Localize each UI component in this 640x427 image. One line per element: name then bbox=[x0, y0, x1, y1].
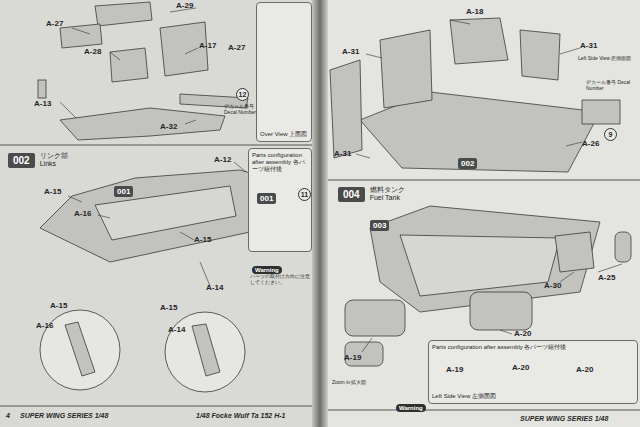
badge-text: 004 bbox=[338, 187, 365, 202]
decal-number: 11 bbox=[298, 188, 311, 201]
part-number: A-18 bbox=[466, 8, 483, 17]
part-number: A-14 bbox=[168, 326, 185, 335]
part-number: A-31 bbox=[334, 150, 351, 159]
page-footer: 4 bbox=[6, 412, 10, 420]
part-number: A-25 bbox=[598, 274, 615, 283]
part-number: A-27 bbox=[228, 44, 245, 53]
badge-text: Warning bbox=[396, 404, 426, 412]
panel-caption: Parts configuration after assembly 各パーツ組… bbox=[252, 152, 308, 173]
part-number: A-31 bbox=[342, 48, 359, 57]
part-number: A-19 bbox=[344, 354, 361, 363]
note-text: デカール番号 Decal Number bbox=[224, 104, 256, 115]
note-text: Zoom in 拡大図 bbox=[332, 380, 372, 386]
step-header: 004 燃料タンク Fuel Tank bbox=[338, 184, 412, 202]
part-number: A-30 bbox=[544, 282, 561, 291]
badge-text: 002 bbox=[8, 153, 35, 168]
step-title: リンク部 Links bbox=[40, 152, 82, 168]
part-number: A-15 bbox=[44, 188, 61, 197]
part-number: A-20 bbox=[576, 366, 593, 375]
decal-number: 12 bbox=[236, 88, 249, 101]
part-number: A-13 bbox=[34, 100, 51, 109]
part-number: A-32 bbox=[160, 123, 177, 132]
part-number: A-17 bbox=[199, 42, 216, 51]
step-title: 燃料タンク Fuel Tank bbox=[370, 186, 412, 202]
badge-text: 001 bbox=[114, 186, 133, 197]
part-number: A-16 bbox=[74, 210, 91, 219]
part-number: A-16 bbox=[36, 322, 53, 331]
warning-badge: Warning bbox=[396, 396, 426, 414]
part-number: A-26 bbox=[582, 140, 599, 149]
part-number: A-14 bbox=[206, 284, 223, 293]
inset-panel: Over View 上面図 bbox=[256, 2, 312, 142]
part-number: A-12 bbox=[214, 156, 231, 165]
subassembly-badge: 002 bbox=[458, 152, 477, 170]
note-text: パーツの取付け方向に注意してください。 bbox=[250, 274, 312, 285]
part-number: A-29 bbox=[176, 2, 193, 11]
step-header: 002 リンク部 Links bbox=[8, 150, 82, 168]
panel-caption: Over View 上面図 bbox=[260, 131, 308, 138]
subassembly-badge: 001 bbox=[114, 180, 133, 198]
page-footer: 1/48 Focke Wulf Ta 152 H-1 bbox=[196, 412, 285, 420]
part-number: A-27 bbox=[46, 20, 63, 29]
badge-text: 003 bbox=[370, 220, 389, 231]
part-number: A-20 bbox=[514, 330, 531, 339]
note-text: Left Side View 左側面図 bbox=[578, 56, 636, 62]
part-number: A-19 bbox=[446, 366, 463, 375]
subassembly-badge: 003 bbox=[370, 214, 389, 232]
part-number: A-15 bbox=[194, 236, 211, 245]
part-number: A-28 bbox=[84, 48, 101, 57]
part-number: A-20 bbox=[512, 364, 529, 373]
page-footer: SUPER WING SERIES 1/48 bbox=[520, 415, 608, 423]
part-number: A-15 bbox=[50, 302, 67, 311]
badge-text: 002 bbox=[458, 158, 477, 169]
part-number: A-15 bbox=[160, 304, 177, 313]
note-text: デカール番号 Decal Number bbox=[586, 80, 636, 91]
panel-caption: Left Side View 左側面図 bbox=[432, 393, 634, 400]
page-footer: SUPER WING SERIES 1/48 bbox=[20, 412, 108, 420]
part-number: A-31 bbox=[580, 42, 597, 51]
decal-number: 9 bbox=[604, 128, 617, 141]
badge-text: 001 bbox=[257, 193, 276, 204]
panel-caption: Parts configuration after assembly 各パーツ組… bbox=[432, 344, 634, 351]
subassembly-badge: 001 bbox=[257, 187, 276, 205]
badge-text: Warning bbox=[252, 266, 282, 274]
